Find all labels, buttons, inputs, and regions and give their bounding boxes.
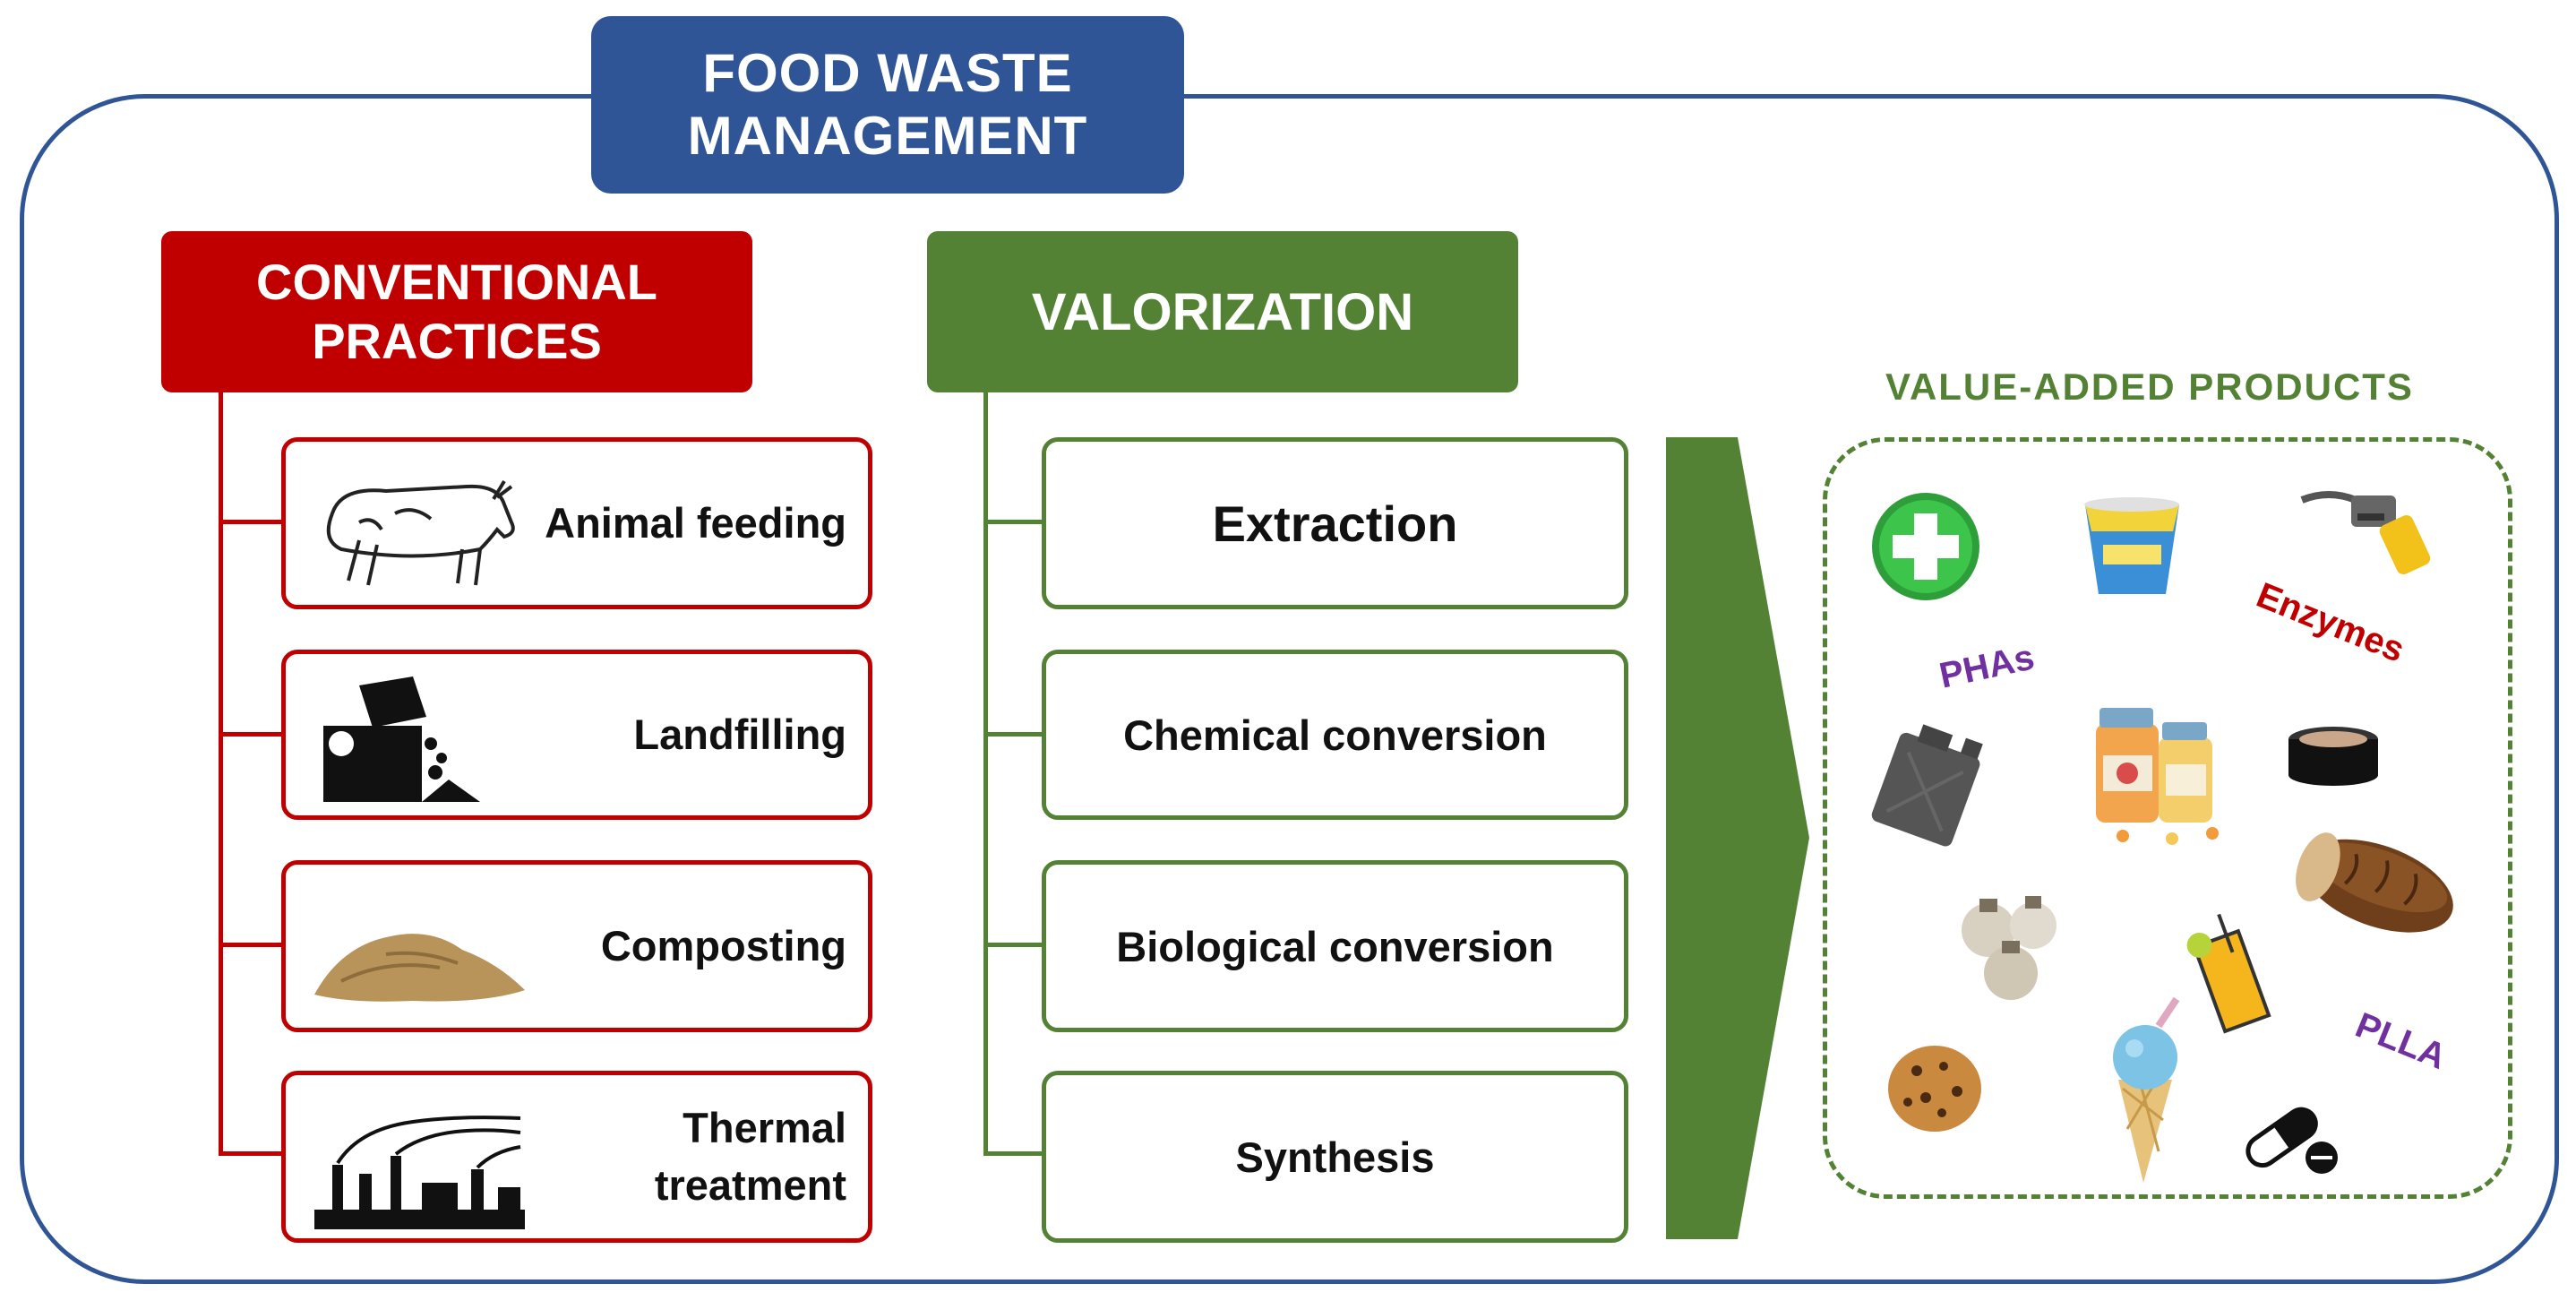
juice-glass-icon: [2186, 913, 2271, 1034]
conventional-header-line-1: CONVENTIONAL: [256, 254, 657, 310]
valorization-connector: [983, 520, 1044, 524]
compost-pile-icon: [314, 934, 525, 1002]
supplement-bottles-icon: [2096, 708, 2219, 845]
title-line-1: FOOD WASTE: [702, 43, 1073, 103]
conventional-header-line-2: PRACTICES: [312, 313, 602, 369]
composting-box: Composting: [281, 860, 872, 1032]
landfilling-label: Landfilling: [633, 711, 846, 758]
animal-feeding-label: Animal feeding: [545, 499, 846, 547]
biological-conversion-box: Biological conversion: [1042, 860, 1628, 1032]
value-added-products-title: VALUE-ADDED PRODUCTS: [1885, 366, 2414, 408]
jerrycan-icon: [1871, 724, 1983, 847]
fuel-nozzle-icon: [2300, 491, 2431, 575]
conventional-connector: [219, 1151, 283, 1156]
dump-truck-icon: [323, 676, 480, 802]
bread-icon: [2296, 832, 2453, 933]
thermal-treatment-box: Thermal treatment: [281, 1071, 872, 1243]
valorization-connector-vertical: [983, 392, 988, 1156]
conventional-connector: [219, 943, 283, 947]
ice-cream-icon: [2113, 996, 2180, 1183]
conventional-practices-header: CONVENTIONAL PRACTICES: [161, 231, 752, 392]
light-bulbs-icon: [1962, 896, 2057, 1000]
title-line-2: MANAGEMENT: [687, 106, 1088, 166]
conventional-connector-vertical: [219, 392, 223, 1156]
conventional-connector: [219, 732, 283, 737]
value-added-products-box: [1823, 437, 2512, 1199]
conventional-connector: [219, 520, 283, 524]
arrow-to-products: [1666, 437, 1809, 1239]
cosmetic-jar-icon: [2288, 727, 2378, 786]
animal-feeding-box: Animal feeding: [281, 437, 872, 609]
outer-frame: [20, 94, 2559, 1284]
thermal-treatment-label: Thermal treatment: [655, 1099, 846, 1214]
medical-cross-icon: [1872, 493, 1979, 600]
thermal-treatment-line-2: treatment: [654, 1161, 846, 1209]
extraction-box: Extraction: [1042, 437, 1628, 609]
diagram-title: FOOD WASTE MANAGEMENT: [591, 16, 1184, 194]
yogurt-cup-icon: [2084, 497, 2179, 594]
composting-label: Composting: [600, 922, 846, 969]
cookie-icon: [1888, 1046, 1981, 1132]
valorization-connector: [983, 732, 1044, 737]
landfilling-box: Landfilling: [281, 650, 872, 820]
valorization-connector: [983, 1151, 1044, 1156]
cow-icon: [326, 479, 515, 586]
valorization-connector: [983, 943, 1044, 947]
valorization-header: VALORIZATION: [927, 231, 1518, 392]
thermal-treatment-line-1: Thermal: [683, 1104, 846, 1151]
synthesis-box: Synthesis: [1042, 1071, 1628, 1243]
chemical-conversion-box: Chemical conversion: [1042, 650, 1628, 820]
factory-icon: [314, 1116, 525, 1229]
capsule-pill-icon: [2245, 1107, 2338, 1174]
